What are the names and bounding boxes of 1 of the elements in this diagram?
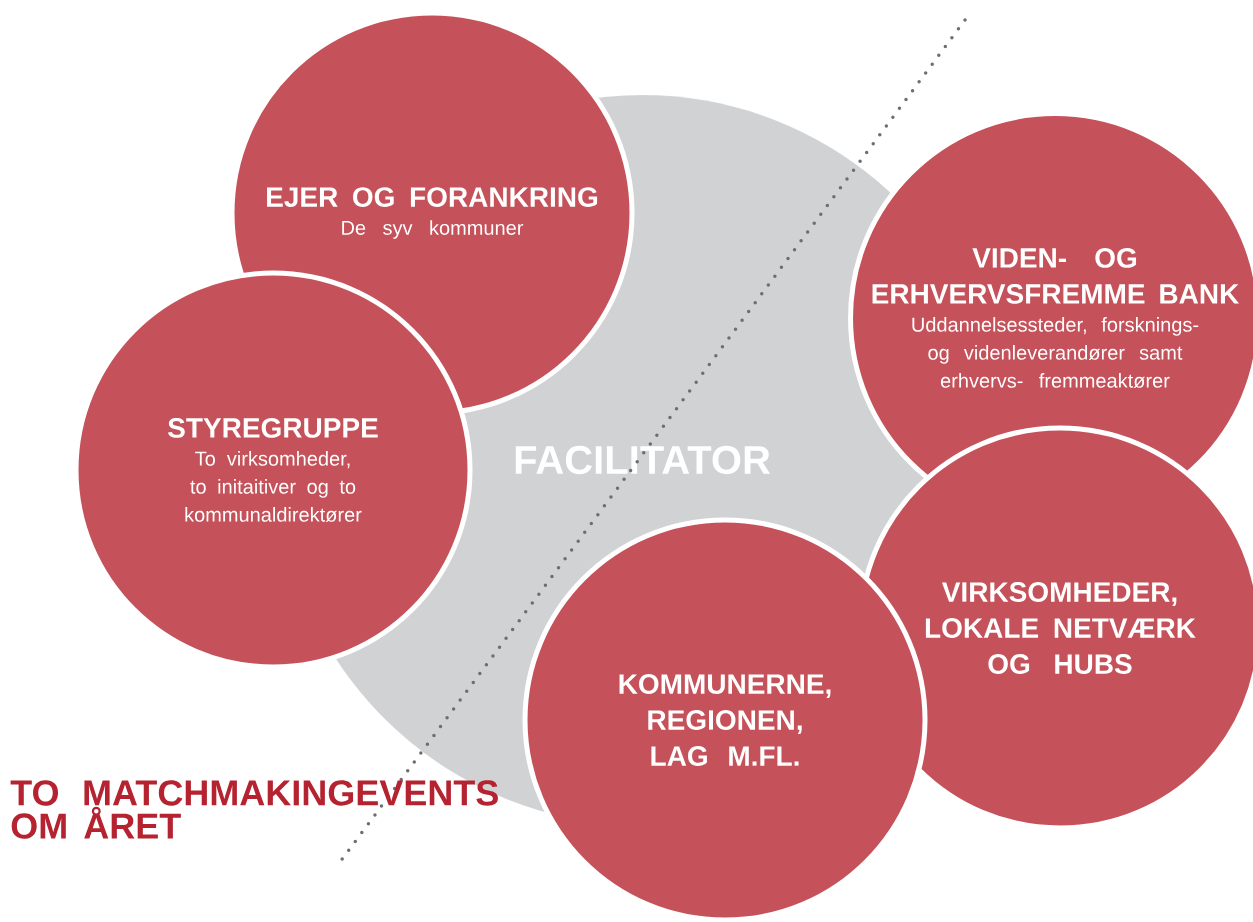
- node-label: KOMMUNERNE, REGIONEN, LAG M.FL.: [619, 674, 831, 766]
